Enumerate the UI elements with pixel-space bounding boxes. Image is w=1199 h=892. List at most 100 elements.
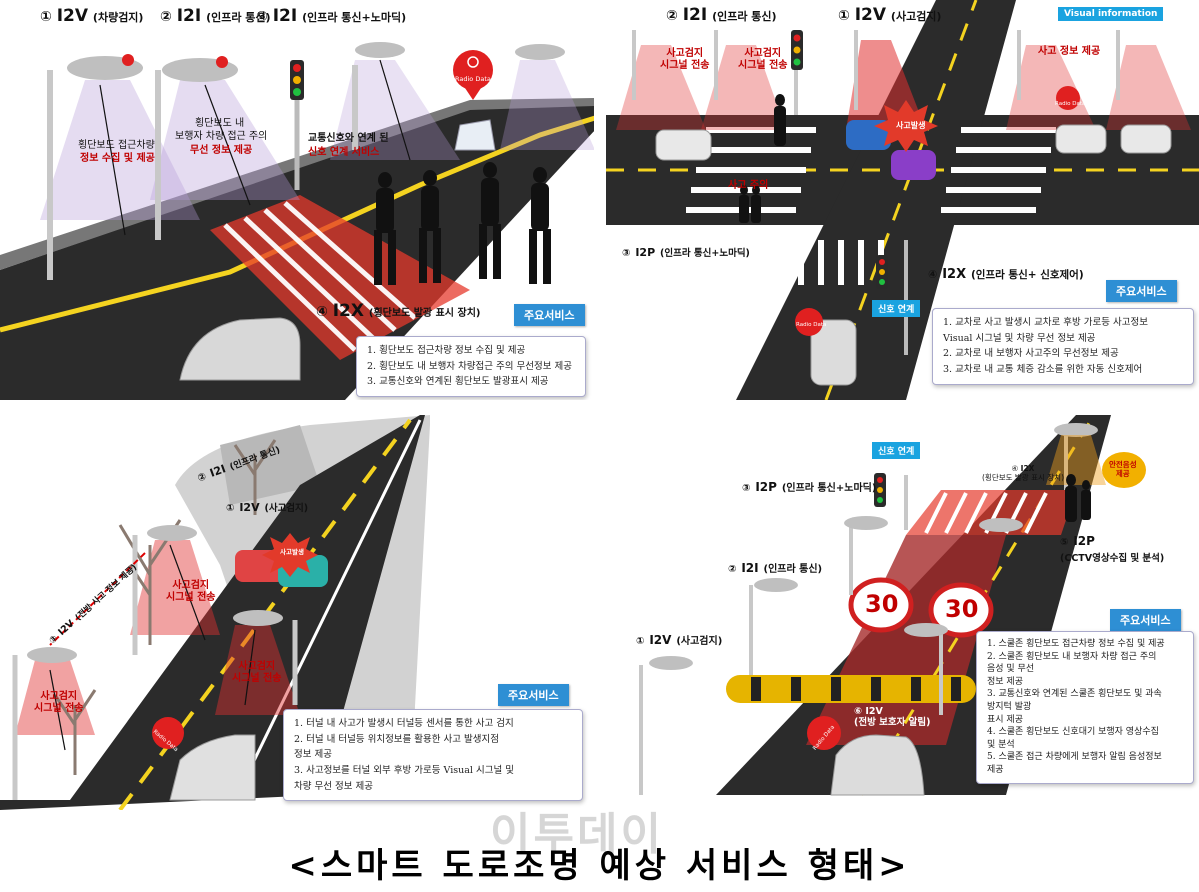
header-i2i: ② I2I (인프라 통신): [728, 561, 823, 575]
panel-crosswalk: ① I2V (차량검지) ② I2I (인프라 통신) ③ I2I (인프라 통…: [0, 0, 594, 400]
accident-burst: [262, 533, 318, 577]
service-item: 2. 교차로 내 보행자 사고주의 무선정보 제공: [943, 348, 1119, 360]
panel-intersection: ② I2I (인프라 통신) ① I2V (사고검지) Visual infor…: [606, 0, 1199, 400]
header-i2i: ② I2I (인프라 통신): [160, 6, 271, 26]
accident-info-label: 사고 정보 제공: [1038, 46, 1101, 57]
services-box: 1. 스쿨존 횡단보도 접근차량 정보 수집 및 제공 2. 스쿨존 횡단보도 …: [976, 631, 1194, 784]
service-item: 4. 스쿨존 횡단보도 신호대기 보행자 영상수집: [987, 727, 1159, 738]
radio-pin: [453, 50, 493, 90]
lamp-head-5: [979, 518, 1023, 532]
service-item: 음성 및 무선: [987, 664, 1035, 675]
accident-burst-label: 사고발생: [280, 548, 304, 556]
lamp-head-3: [844, 516, 888, 530]
service-item: 차량 무선 정보 제공: [294, 780, 373, 792]
service-item: 제공: [987, 764, 1004, 775]
detect-arrow-1: [99, 84, 126, 236]
panel-schoolzone: 신호 연계 ③ I2P (인프라 통신+노마딕) ④ I2X(횡단보도 발광 표…: [606, 405, 1199, 810]
center-line: [0, 115, 594, 333]
lamp-head-1: [147, 525, 197, 541]
service-item: 정보 제공: [294, 749, 332, 761]
visual-info-tag: Visual information: [1058, 7, 1164, 21]
pedestrians: [1065, 474, 1091, 522]
car-bottom: [810, 319, 857, 386]
lamp-poles: [47, 65, 358, 280]
pedestrians: [374, 162, 551, 285]
lamp-head-3: [355, 42, 405, 58]
lamp-head-1: [649, 656, 693, 670]
radio-data-label-2: Radio Data: [796, 322, 827, 328]
radio-pin-1: [1056, 86, 1080, 110]
speed-bump-stripes: [751, 677, 961, 701]
header-i2p: ③ I2P (인프라 통신+노마딕): [622, 246, 750, 259]
sensor-light-2: [216, 56, 228, 68]
header-i2v: ① I2V (사고검지): [226, 501, 309, 514]
service-item: 1. 횡단보도 접근차량 정보 수집 및 제공: [367, 345, 526, 356]
watermark: 이투데이: [490, 809, 664, 860]
poles: [12, 535, 298, 800]
car-right-1: [1055, 124, 1107, 154]
service-item: 2. 스쿨존 횡단보도 내 보행자 차량 접근 주의: [987, 651, 1157, 662]
lamp1-text-1: 횡단보도 접근차량: [78, 140, 155, 151]
service-item: Visual 시그널 및 차량 무선 정보 제공: [943, 332, 1096, 344]
lamp-head-3: [27, 647, 77, 663]
services-tag: 주요서비스: [498, 684, 569, 706]
car-left: [655, 129, 712, 161]
voice-beam: [1046, 435, 1106, 485]
speed-limit-1: 30: [865, 590, 899, 618]
car-bottom: [169, 734, 256, 801]
warning-arrow: [49, 552, 146, 646]
detect-arrow-2: [204, 84, 251, 206]
lamp2-text-3: 무선 정보 제공: [190, 145, 253, 156]
services-tag: 주요서비스: [1110, 609, 1181, 631]
lamp2-text-2: 보행자 차량 접근 주의: [175, 131, 268, 142]
caution-label: 사고 주의: [728, 180, 769, 191]
header-i2v: ① I2V (사고검지): [838, 5, 942, 25]
radio-pin: [152, 717, 184, 749]
lamp-head-4: [515, 44, 565, 60]
radio-pin: [807, 716, 841, 750]
service-item: 3. 교통신호와 연계된 횡단보도 발광표시 제공: [367, 376, 549, 388]
voice-badge: [1102, 452, 1146, 488]
header-i2i: ② I2I (인프라 통신): [666, 5, 777, 25]
red-beam-2: [701, 45, 786, 130]
speed-mark-2: [928, 582, 994, 638]
lamp-head-2: [233, 610, 283, 626]
detect-arrow-3: [379, 59, 411, 161]
car-front: [179, 317, 301, 381]
services-tag: 주요서비스: [514, 304, 585, 326]
lamp-head-4: [904, 623, 948, 637]
header-i2x: ④ I2X (인프라 통신+ 신호제어): [928, 267, 1084, 282]
red-beam-4: [1006, 45, 1096, 130]
service-item: 3. 교통신호와 연계된 스쿨존 횡단보도 및 과속: [987, 689, 1162, 700]
service-item: 및 분석: [987, 739, 1015, 750]
service-item: 2. 터널 내 터널등 위치정보를 활용한 사고 발생지점: [294, 733, 500, 745]
signal-text-1: 교통신호와 연계 된: [308, 133, 389, 144]
header-i2v-guardian: ⑥ I2V(전방 보호자 알림): [854, 706, 931, 728]
radio-data-label: Radio Data: [455, 75, 491, 83]
service-item: 3. 사고정보를 터널 외부 후방 가로등 Visual 시그널 및: [294, 765, 514, 777]
intersection-scene: [606, 0, 1199, 400]
radio-pin-2: [795, 308, 823, 336]
radio-data-label-1: Radio Data: [1055, 101, 1086, 107]
car-back: [454, 119, 496, 151]
service-item: 1. 스쿨존 횡단보도 접근차량 정보 수집 및 제공: [987, 639, 1165, 649]
signal-link-tag: 신호 연계: [872, 442, 921, 459]
lamp2-text-1: 횡단보도 내: [195, 118, 245, 129]
accident-burst: [874, 100, 938, 152]
lamp-head-6: [1054, 423, 1098, 437]
poles: [632, 30, 1120, 115]
red-beam-5: [1106, 45, 1191, 130]
crosswalk-stripes: [223, 201, 417, 352]
header-i2x: ④ I2X(횡단보도 발광 표시 장치): [982, 464, 1065, 482]
service-item: 방지턱 발광: [987, 701, 1032, 712]
service-item: 1. 터널 내 사고가 발생시 터널등 센서를 통한 사고 검지: [294, 718, 514, 729]
lamp-head-2: [754, 578, 798, 592]
lamp1-text-2: 정보 수집 및 제공: [80, 153, 155, 164]
crosswalk-scene: [0, 42, 594, 400]
service-item: 5. 스쿨존 접근 차량에게 보행자 알림 음성정보: [987, 752, 1162, 763]
